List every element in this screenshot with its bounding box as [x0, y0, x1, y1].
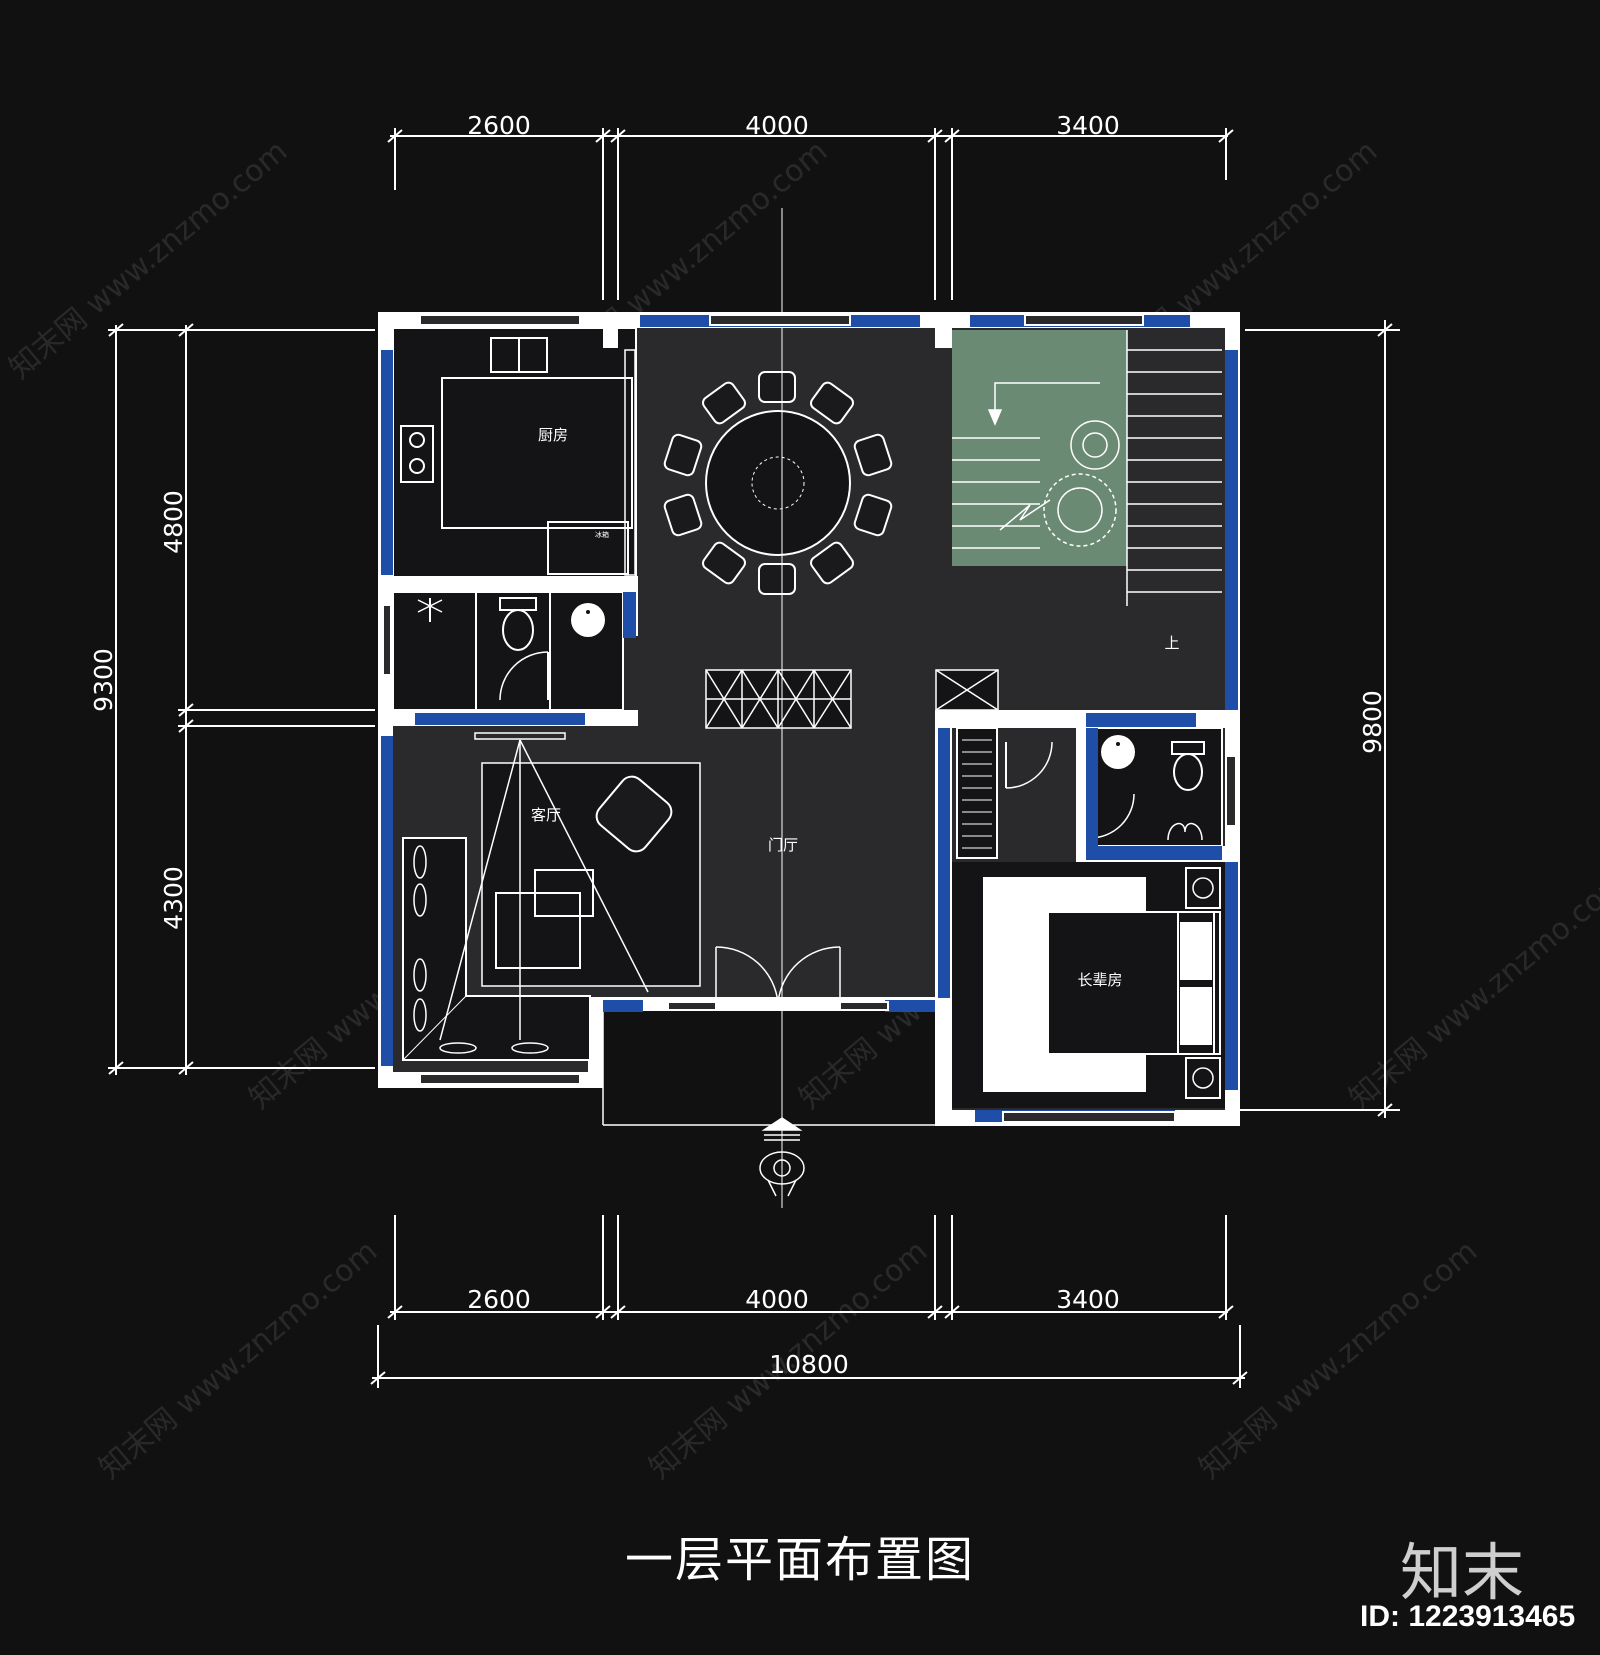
coffee-table-2 [495, 892, 581, 969]
bed-headboard [1177, 911, 1215, 1055]
room-label-kitchen: 厨房 [538, 426, 568, 444]
fridge-label: 冰箱 [595, 530, 609, 539]
staircase [952, 330, 1222, 606]
dim-top-2: 4000 [745, 111, 809, 140]
basin-right [1101, 735, 1135, 769]
dim-bottom-3: 3400 [1056, 1285, 1120, 1314]
dim-bottom-1: 2600 [467, 1285, 531, 1314]
nightstand-top [1185, 867, 1221, 909]
armchair [595, 775, 673, 853]
cooktop [400, 425, 434, 483]
floor-drain [1167, 822, 1203, 841]
wardrobe [956, 727, 998, 859]
toilet-right [1173, 753, 1203, 791]
kitchen-island [441, 377, 633, 529]
dimension-lines [108, 128, 1400, 1388]
nightstand-bottom [1185, 1057, 1221, 1099]
building: 冰箱 厨房 [378, 208, 1240, 1208]
dim-total: 10800 [769, 1350, 849, 1379]
room-label-living: 客厅 [531, 806, 561, 824]
watermark-1: 知末网 www.znzmo.com [3, 134, 294, 386]
stair-landing [952, 330, 1127, 566]
bedroom-rug [983, 877, 1146, 1092]
room-label-elder-bedroom: 长辈房 [1077, 971, 1122, 989]
entrance-figure [759, 1117, 805, 1197]
windows [382, 314, 1237, 1123]
dim-left-outer: 9300 [89, 648, 118, 712]
basin-left [571, 603, 605, 637]
watermark-9: 知末网 www.znzmo.com [1193, 1234, 1484, 1486]
toilet-left [502, 609, 534, 651]
watermark-7: 知末网 www.znzmo.com [93, 1234, 384, 1486]
brand-logo: 知末 [1400, 1536, 1525, 1609]
dim-bottom-2: 4000 [745, 1285, 809, 1314]
dimension-labels: 2600 4000 3400 2600 4000 3400 10800 9300… [89, 111, 1387, 1379]
dim-top-3: 3400 [1056, 111, 1120, 140]
dim-left-lower: 4300 [159, 866, 188, 930]
dim-left-upper: 4800 [159, 490, 188, 554]
storage-cabinet [705, 669, 999, 729]
kitchen-area [392, 327, 637, 579]
fridge [547, 521, 629, 575]
room-label-foyer: 门厅 [768, 836, 798, 854]
dim-top-1: 2600 [467, 111, 531, 140]
pillow-2 [1180, 987, 1212, 1045]
pillow-1 [1180, 922, 1212, 980]
dining-table [663, 371, 893, 595]
entry-door [602, 946, 935, 1126]
dim-right: 9800 [1358, 690, 1387, 754]
drawing-title: 一层平面布置图 [624, 1532, 975, 1588]
stair-up-label: 上 [1164, 634, 1179, 652]
image-id: ID: 1223913465 [1360, 1600, 1576, 1633]
watermark-6: 知末网 www.znzmo.com [1343, 864, 1600, 1116]
